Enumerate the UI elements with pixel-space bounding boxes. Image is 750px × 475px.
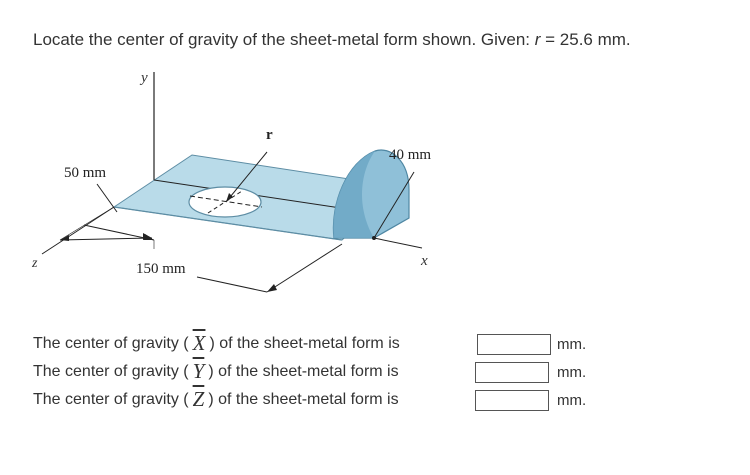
dim-50-ext-a: [59, 206, 115, 241]
answer-z-suffix: ) of the sheet-metal form is: [208, 391, 399, 408]
answer-row-x: The center of gravity ( X ) of the sheet…: [33, 330, 400, 356]
dim-50-label: 50 mm: [64, 165, 106, 181]
sheet-metal-figure: y r 40 mm x z 50 mm 150 mm: [31, 70, 431, 293]
answer-z-symbol: Z: [192, 386, 205, 411]
answer-x-suffix: ) of the sheet-metal form is: [209, 335, 400, 352]
x-axis: [373, 237, 423, 249]
z-axis: [41, 206, 115, 255]
question-suffix: = 25.6 mm.: [540, 30, 631, 49]
answer-row-y: The center of gravity ( Y ) of the sheet…: [33, 358, 399, 384]
dim-50-arrow-a: [60, 235, 69, 241]
answer-y-prefix: The center of gravity (: [33, 363, 189, 380]
dim-150-label: 150 mm: [136, 261, 186, 277]
question-text: Locate the center of gravity of the shee…: [33, 30, 631, 50]
dim-50-line: [59, 237, 153, 241]
semicircle-radius-line: [373, 171, 415, 239]
semicircle-shade: [333, 151, 375, 238]
radius-arrow-line: [225, 151, 268, 203]
answer-y-symbol: Y: [192, 358, 205, 383]
dim-150-arrow-top: [144, 234, 154, 240]
radius-arrowhead: [226, 193, 233, 202]
answer-y-input[interactable]: [475, 362, 549, 383]
answer-x-unit: mm.: [557, 336, 587, 353]
dim-150-line: [266, 243, 343, 293]
dim-150-leader: [196, 276, 268, 293]
z-axis-label: z: [31, 256, 38, 271]
dim-50-leader: [96, 183, 118, 213]
answer-x-input[interactable]: [477, 334, 551, 355]
dim-150-upper: [83, 224, 155, 241]
dim-150-arrow: [267, 284, 277, 292]
answer-z-input[interactable]: [475, 390, 549, 411]
answer-x-symbol: X: [192, 330, 206, 355]
radius-label: r: [266, 127, 273, 143]
x-axis-label: x: [420, 253, 428, 269]
circular-hole: [188, 186, 262, 218]
answer-z-prefix: The center of gravity (: [33, 391, 189, 408]
dim-40-label: 40 mm: [389, 147, 431, 163]
answer-y-unit: mm.: [557, 364, 587, 381]
answer-row-z: The center of gravity ( Z ) of the sheet…: [33, 386, 399, 412]
answer-x-prefix: The center of gravity (: [33, 335, 189, 352]
plate-front-edge: [113, 206, 343, 241]
answer-z-unit: mm.: [557, 392, 587, 409]
question-prefix: Locate the center of gravity of the shee…: [33, 30, 535, 49]
answer-y-suffix: ) of the sheet-metal form is: [208, 363, 399, 380]
question-variable-r: r: [534, 30, 541, 49]
y-axis-label: y: [139, 70, 148, 86]
